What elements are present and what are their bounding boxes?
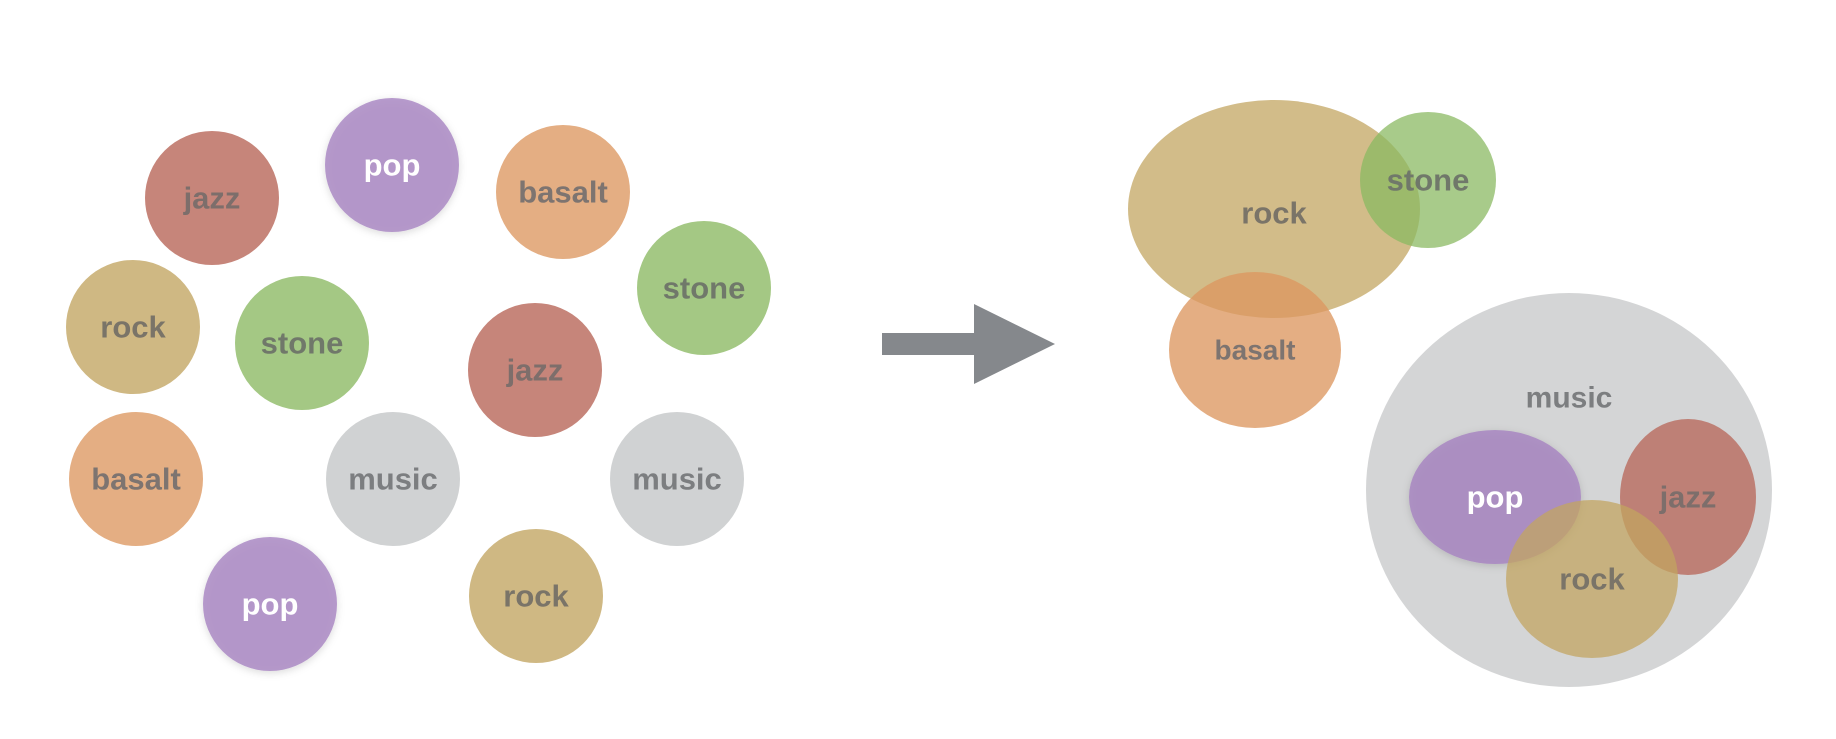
bubble-pop-shape xyxy=(325,98,459,232)
arrow-shaft xyxy=(882,333,986,355)
bubble-rock-shape xyxy=(1128,100,1420,318)
bubble-rock-label: rock xyxy=(1241,196,1307,231)
bubble-music-shape xyxy=(326,412,460,546)
bubble-basalt: basalt xyxy=(496,125,630,259)
bubble-music-label: music xyxy=(348,462,438,497)
bubble-music-label: music xyxy=(1526,382,1613,415)
grouped-bubbles: rock stone basalt music pop jazz rock xyxy=(1128,100,1772,687)
bubble-stone-shape xyxy=(637,221,771,355)
bubble-rock-shape xyxy=(469,529,603,663)
transform-arrow xyxy=(882,304,1055,384)
bubble-rock: rock xyxy=(66,260,200,394)
bubble-music: music xyxy=(610,412,744,546)
bubble-stone: stone xyxy=(235,276,369,410)
bubble-basalt-label: basalt xyxy=(518,175,608,210)
bubble-pop: pop xyxy=(203,537,337,671)
bubble-basalt-label: basalt xyxy=(91,462,181,497)
bubble-pop-shape xyxy=(203,537,337,671)
bubble-music-shape xyxy=(610,412,744,546)
bubble-rock-shape xyxy=(1506,500,1678,658)
bubble-stone: stone xyxy=(1360,112,1496,248)
bubble-music: music xyxy=(326,412,460,546)
unsorted-bubbles: jazz pop basalt stone rock stone jazz basalt mus… xyxy=(66,98,771,671)
bubble-basalt-label: basalt xyxy=(1215,335,1296,366)
bubble-rock: rock xyxy=(1128,100,1420,318)
bubble-basalt: basalt xyxy=(1169,272,1341,428)
bubble-rock: rock xyxy=(469,529,603,663)
bubble-stone-label: stone xyxy=(1387,163,1470,198)
arrow-head xyxy=(974,304,1055,384)
bubble-rock: rock xyxy=(1506,500,1678,658)
bubble-jazz-label: jazz xyxy=(506,353,564,388)
bubble-jazz-shape xyxy=(468,303,602,437)
bubble-jazz: jazz xyxy=(145,131,279,265)
bubble-jazz-label: jazz xyxy=(1659,480,1717,515)
bubble-jazz: jazz xyxy=(468,303,602,437)
bubble-rock-shape xyxy=(66,260,200,394)
bubble-stone-shape xyxy=(235,276,369,410)
bubble-basalt-shape xyxy=(69,412,203,546)
bubble-basalt-shape xyxy=(1169,272,1341,428)
bubble-rock-label: rock xyxy=(503,579,569,614)
bubble-jazz-shape xyxy=(145,131,279,265)
bubble-pop-label: pop xyxy=(1467,480,1524,515)
bubble-music-label: music xyxy=(632,462,722,497)
bubble-rock-label: rock xyxy=(100,310,166,345)
bubble-pop: pop xyxy=(325,98,459,232)
bubble-stone: stone xyxy=(637,221,771,355)
bubble-stone-label: stone xyxy=(663,271,746,306)
bubble-pop-label: pop xyxy=(242,587,299,622)
bubble-stone-label: stone xyxy=(261,326,344,361)
bubble-stone-shape xyxy=(1360,112,1496,248)
bubble-basalt: basalt xyxy=(69,412,203,546)
bubble-jazz-label: jazz xyxy=(183,181,241,216)
bubble-pop-label: pop xyxy=(364,148,421,183)
bubble-basalt-shape xyxy=(496,125,630,259)
bubble-rock-label: rock xyxy=(1559,562,1625,597)
